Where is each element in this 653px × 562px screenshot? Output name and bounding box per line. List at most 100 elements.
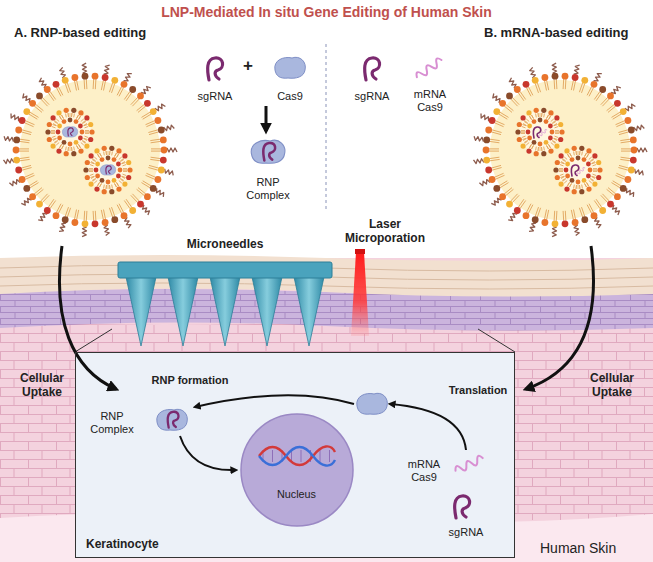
component-label: Cas9	[268, 90, 312, 103]
lipid-head	[36, 201, 43, 208]
lipid-tail	[530, 116, 532, 120]
lipid-tail	[82, 121, 85, 124]
lipid-tail	[506, 189, 514, 195]
lipid-tail	[54, 141, 58, 143]
lnp-core	[20, 80, 160, 220]
dna-rung	[329, 450, 330, 462]
lipid-head	[599, 207, 606, 214]
microneedle	[168, 277, 198, 346]
lipid-tail	[490, 159, 500, 160]
lipid-head	[586, 187, 591, 192]
lipid-head	[521, 115, 526, 120]
method-label: Microneedles	[170, 238, 280, 252]
lipid-head	[57, 136, 62, 141]
lipid-tail	[520, 201, 526, 209]
panel-heading: B. mRNA-based editing	[484, 26, 649, 41]
lipid-tail	[541, 147, 542, 151]
lipid-tail	[60, 116, 62, 120]
lipid-tail	[490, 157, 500, 158]
laser-beam	[351, 252, 369, 336]
lipid-head	[116, 174, 121, 179]
lipid-tail	[93, 179, 96, 182]
lipid-head	[582, 178, 587, 183]
lipid-tail	[117, 154, 119, 158]
lipid-tail	[494, 173, 503, 177]
lipid-tail	[582, 84, 585, 93]
peg-chain	[141, 87, 151, 94]
lipid-head	[56, 149, 61, 154]
lipid-tail	[523, 139, 527, 141]
lipid-tail	[94, 181, 97, 184]
lipid-tail	[100, 153, 102, 157]
lipid-head	[586, 174, 591, 179]
lipid-tail	[492, 130, 502, 133]
lipid-head	[532, 140, 537, 145]
lipid-head	[483, 137, 490, 144]
lipid-tail	[84, 124, 88, 126]
lipid-tail	[52, 136, 56, 137]
lipid-head	[78, 110, 83, 115]
lipid-tail	[56, 204, 61, 213]
lipid-head	[106, 156, 111, 161]
mrna-cargo	[538, 129, 548, 138]
lipid-head	[144, 100, 151, 107]
lipid-tail	[512, 97, 519, 104]
lipid-tail	[91, 177, 95, 179]
lipid-tail	[91, 162, 95, 164]
lipid-head	[62, 77, 69, 84]
lipid-tail	[115, 184, 117, 188]
lipid-head	[559, 182, 564, 187]
lipid-head	[596, 160, 601, 165]
lipid-tail	[555, 133, 559, 134]
cas9-icon	[275, 57, 306, 78]
lipid-tail	[522, 127, 526, 128]
lipid-tail	[56, 143, 59, 146]
sgrna-icon	[365, 58, 380, 80]
lipid-head	[64, 151, 69, 156]
lipid-tail	[561, 162, 565, 164]
mrna-cargo	[576, 167, 586, 176]
lipid-tail	[53, 125, 57, 126]
lipid-head	[116, 148, 121, 153]
lipid-tail	[82, 122, 86, 124]
peg-chain	[82, 227, 87, 237]
lipid-tail	[518, 93, 524, 101]
lipid-tail	[563, 179, 566, 182]
lipid-tail	[21, 165, 31, 168]
lipid-tail	[77, 210, 79, 220]
lipid-tail	[73, 147, 75, 151]
lipid-tail	[530, 144, 532, 148]
lipid-tail	[589, 157, 592, 160]
lipid-tail	[530, 116, 532, 120]
lipid-head	[13, 157, 20, 164]
sgrna-icon	[455, 496, 470, 518]
lipid-tail	[543, 114, 545, 118]
lipid-head	[158, 167, 165, 174]
lipid-tail	[150, 159, 160, 160]
components	[208, 57, 444, 163]
lipid-tail	[596, 199, 602, 207]
lipid-tail	[36, 189, 44, 195]
lipid-head	[23, 108, 30, 115]
lipid-tail	[535, 147, 537, 151]
lipid-tail	[115, 153, 117, 157]
peg-chain	[481, 114, 489, 122]
lipid-head	[160, 137, 167, 144]
lipid-tail	[77, 115, 79, 119]
lipid-tail	[109, 185, 110, 189]
lipid-tail	[555, 130, 559, 131]
lipid-tail	[552, 141, 556, 143]
lipid-tail	[93, 79, 95, 89]
lipid-tail	[20, 141, 30, 142]
lipid-tail	[575, 151, 577, 155]
lipid-tail	[98, 154, 100, 158]
lipid-tail	[592, 163, 596, 164]
lipid-tail	[561, 163, 565, 164]
lipid-tail	[560, 165, 564, 166]
lipid-head	[126, 175, 131, 180]
lipid-head	[582, 157, 587, 162]
lipid-tail	[84, 211, 86, 221]
lipid-head	[62, 119, 67, 124]
lipid-tail	[585, 153, 587, 157]
